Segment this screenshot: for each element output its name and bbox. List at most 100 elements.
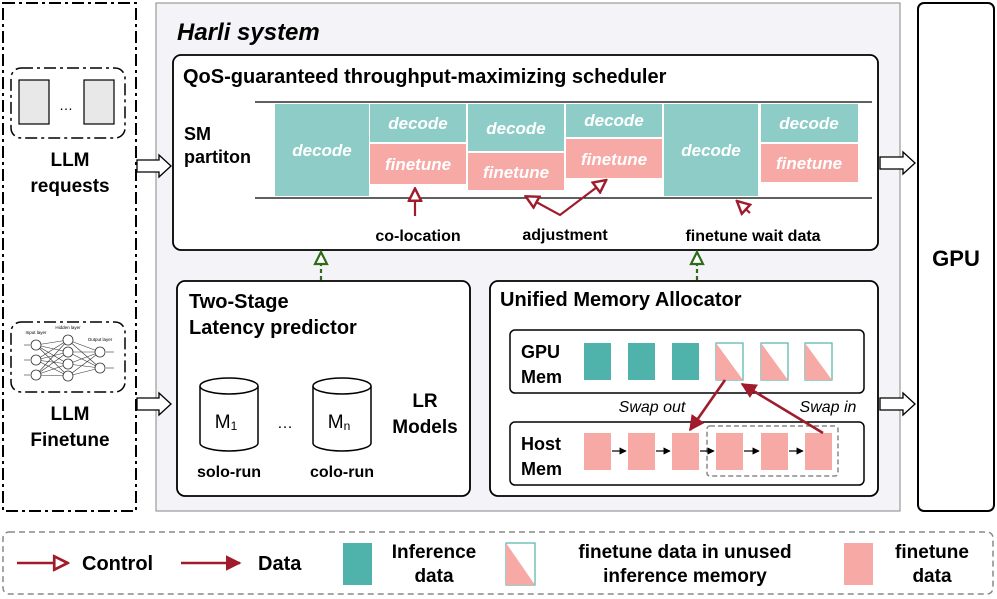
host-mem-blocks: [584, 433, 832, 470]
flow-arrows: [136, 150, 916, 417]
sm-timeline: decode decode finetune decode finetune d…: [275, 104, 858, 196]
finetune-block: [566, 139, 662, 178]
decode-block: [664, 104, 758, 196]
finetune-data-block: [761, 433, 788, 470]
wait-arrow: [738, 202, 750, 213]
request-doc-icon: [18, 79, 50, 125]
scheduler-control-arrows: [415, 181, 750, 217]
legend-control-label: Control: [82, 553, 153, 575]
models-ellipsis: …: [277, 415, 293, 432]
llm-requests-group: … LLM requests: [10, 67, 126, 197]
sm-label-line1: SM: [184, 124, 211, 144]
request-doc-icon: [83, 79, 115, 125]
decode-label: decode: [292, 141, 352, 160]
feedback-arrows: [313, 249, 705, 280]
finetune-label: finetune: [483, 163, 549, 182]
model-m1-cylinder: [199, 377, 259, 452]
inference-block: [672, 343, 699, 380]
colo-run-label: colo-run: [310, 464, 374, 481]
swap-out-label: Swap out: [619, 399, 686, 416]
colocation-annotation: co-location: [375, 228, 460, 245]
adjustment-annotation: adjustment: [522, 227, 608, 244]
sm-label-line2: partiton: [184, 147, 251, 167]
decode-block: [370, 104, 466, 142]
finetune-label-line2: Finetune: [30, 430, 109, 451]
finetune-data-block: [584, 433, 611, 470]
gpu-mem-blocks: [584, 342, 833, 381]
host-mem-label-line2: Mem: [521, 459, 562, 479]
model-m1-label: M1: [215, 412, 238, 433]
swap-in-arrow: [740, 382, 824, 435]
scheduler-title: QoS-guaranteed throughput-maximizing sch…: [183, 66, 667, 88]
mixed-block: [760, 342, 789, 381]
decode-label: decode: [779, 114, 839, 133]
legend-box: [2, 531, 994, 595]
llm-finetune-group: Input layer Hidden layer Output layer LL…: [10, 321, 126, 451]
scheduler-gpu-arrow: [879, 150, 916, 176]
allocator-title: Unified Memory Allocator: [500, 289, 742, 311]
finetune-data-block: [805, 433, 832, 470]
swap-out-arrow: [688, 379, 727, 432]
host-mem-label-line1: Host: [521, 434, 561, 454]
allocator-feedback-head: [689, 249, 705, 266]
decode-block: [275, 104, 369, 196]
finetune-data-block: [716, 433, 743, 470]
gpu-mem-label-line2: Mem: [521, 367, 562, 387]
swap-arrows: [688, 379, 824, 435]
finetune-data-block: [628, 433, 655, 470]
requests-ellipsis: …: [59, 97, 73, 113]
decode-label: decode: [681, 141, 741, 160]
legend-finetune-swatch: [844, 543, 873, 585]
mixed-block: [715, 342, 744, 381]
finetune-block: [370, 144, 466, 184]
decode-label: decode: [584, 111, 644, 130]
finetune-label: finetune: [581, 150, 647, 169]
finetune-data-block: [672, 433, 699, 470]
finetune-label: finetune: [776, 154, 842, 173]
decode-label: decode: [388, 114, 448, 133]
finetune-block: [761, 144, 858, 182]
model-mn-label: Mn: [328, 412, 351, 433]
legend-mixed-line2: inference memory: [603, 566, 767, 587]
decode-block: [761, 104, 858, 142]
legend-mixed-line1: finetune data in unused: [578, 542, 791, 563]
inference-block: [628, 343, 655, 380]
predictor-feedback-head: [313, 249, 329, 266]
gpu-label: GPU: [932, 246, 980, 271]
finetune-label: finetune: [385, 155, 451, 174]
swap-in-label: Swap in: [800, 399, 857, 416]
model-mn-cylinder: [312, 377, 372, 452]
requests-label-line1: LLM: [50, 150, 89, 171]
predictor-title-line2: Latency predictor: [189, 317, 357, 339]
nn-layer-label: Input layer: [25, 330, 47, 335]
inference-block: [584, 343, 611, 380]
requests-label-line2: requests: [30, 176, 109, 197]
harli-title: Harli system: [177, 19, 320, 46]
nn-layer-label: Hidden layer: [55, 325, 81, 330]
legend-inference-line1: Inference: [392, 542, 476, 563]
solo-run-label: solo-run: [197, 464, 261, 481]
scheduler-box: [172, 54, 879, 251]
finetune-label-line1: LLM: [50, 404, 89, 425]
requests-flow-arrow: [136, 153, 172, 179]
decode-label: decode: [486, 119, 546, 138]
legend-inference-line2: data: [414, 566, 454, 587]
legend-inference-swatch: [343, 543, 372, 585]
adjustment-arrow: [527, 181, 605, 217]
lr-label-line1: LR: [412, 391, 438, 412]
legend-data-label: Data: [258, 553, 302, 575]
wait-annotation: finetune wait data: [685, 228, 820, 245]
lr-label-line2: Models: [392, 417, 457, 438]
legend-finetune-line1: finetune: [895, 542, 969, 563]
gpu-mem-label-line1: GPU: [521, 342, 560, 362]
allocator-gpu-arrow: [879, 391, 916, 417]
predictor-title-line1: Two-Stage: [189, 291, 289, 313]
nn-layer-label: Output layer: [88, 337, 113, 342]
gpu-box: [917, 2, 995, 512]
mixed-block: [804, 342, 833, 381]
decode-block: [468, 104, 564, 151]
nn-nodes: [30, 334, 106, 382]
input-panel: [2, 2, 137, 512]
legend-finetune-line2: data: [912, 566, 952, 587]
